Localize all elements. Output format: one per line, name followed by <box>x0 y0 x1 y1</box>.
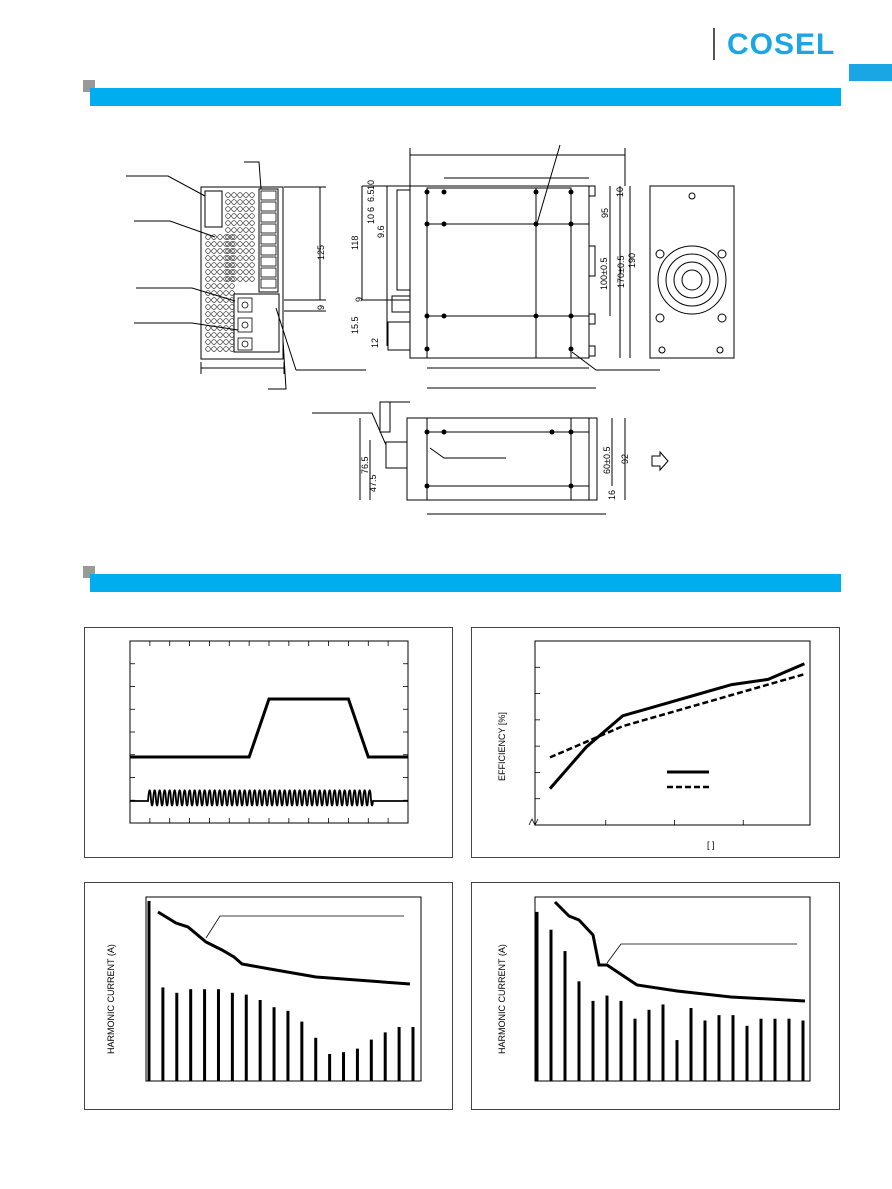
harmonic-bar <box>773 1018 777 1081</box>
dim-190: 190 <box>627 253 637 268</box>
dim-60: 60±0.5 <box>602 447 612 474</box>
vent-holes <box>205 192 255 352</box>
harmonic-bar <box>577 981 581 1081</box>
harmonic-bar <box>189 989 193 1081</box>
efficiency-ylabel: EFFICIENCY [%] <box>497 712 507 781</box>
harmonic-bar <box>342 1052 346 1081</box>
dim-6: 6 <box>366 207 376 212</box>
harmonic-bar <box>717 1015 721 1081</box>
harmonic-bar <box>147 901 151 1081</box>
dim-100: 100±0.5 <box>599 258 609 290</box>
harmonic-bar <box>563 951 567 1081</box>
section-bar-outline <box>90 88 841 106</box>
logo-divider <box>713 28 715 60</box>
harmonic-bar <box>203 989 207 1081</box>
harmonic-bar <box>300 1021 304 1081</box>
harmonic-bar <box>328 1054 332 1081</box>
dim-15-5: 15.5 <box>350 316 360 334</box>
harmonic-bar <box>244 994 248 1081</box>
harmonic-bar <box>633 1018 637 1081</box>
harmonic-left-limit-line <box>157 910 411 986</box>
harmonic-bar <box>175 992 179 1081</box>
harmonic-left-chart: HARMONIC CURRENT (A) <box>106 896 422 1082</box>
front-view-outline <box>200 186 284 360</box>
efficiency-series-dashed <box>549 672 805 759</box>
dim-9: 9 <box>316 305 326 310</box>
harmonic-bar <box>397 1027 401 1081</box>
harmonic-right-panel <box>471 882 840 1110</box>
harmonic-bar <box>661 1004 665 1081</box>
harmonic-right-ylabel: HARMONIC CURRENT (A) <box>497 944 507 1054</box>
side-tab <box>849 64 892 81</box>
harmonic-bar <box>619 1000 623 1081</box>
waveform-chart <box>129 640 409 824</box>
dim-10a: 10 <box>366 180 376 190</box>
efficiency-series-solid <box>548 662 805 790</box>
harmonic-right-chart: HARMONIC CURRENT (A) <box>497 896 811 1082</box>
harmonic-bar <box>355 1048 359 1081</box>
efficiency-xunit-bracket: [ ] <box>707 840 715 850</box>
dim-16: 16 <box>607 490 617 500</box>
dim-47-5: 47.5 <box>368 474 378 492</box>
dim-76-5: 76.5 <box>360 456 370 474</box>
waveform-panel <box>84 627 453 858</box>
cosel-logo: COSEL <box>713 28 841 62</box>
efficiency-chart: EFFICIENCY [%] [ ] <box>497 640 811 850</box>
harmonic-bar <box>787 1018 791 1081</box>
dim-92: 92 <box>620 454 630 464</box>
harmonic-bar <box>383 1032 387 1081</box>
harmonic-bar <box>286 1010 290 1081</box>
dim-12: 12 <box>370 338 380 348</box>
rear-view-outline <box>649 185 735 359</box>
harmonic-bar <box>272 1007 276 1081</box>
harmonic-bar <box>731 1015 735 1081</box>
dim-10c: 10 <box>615 187 625 197</box>
harmonic-bar <box>591 1000 595 1081</box>
dim-9b: 9 <box>354 297 364 302</box>
harmonic-bar <box>647 1009 651 1081</box>
harmonic-bar <box>369 1039 373 1081</box>
dim-170: 170±0.5 <box>616 256 626 288</box>
dim-118: 118 <box>350 236 360 250</box>
dim-9-6: 9.6 <box>376 225 386 238</box>
harmonic-bar <box>689 1008 693 1081</box>
harmonic-right-limit-line <box>553 900 806 1003</box>
harmonic-left-ylabel: HARMONIC CURRENT (A) <box>106 944 116 1054</box>
logo-text: COSEL <box>727 28 836 61</box>
side-view-outline <box>409 185 590 359</box>
harmonic-bar <box>161 987 165 1081</box>
harmonic-bar <box>216 989 220 1081</box>
harmonic-bar <box>549 929 553 1081</box>
section-bar-performance <box>90 574 841 592</box>
harmonic-bar <box>411 1027 415 1081</box>
harmonic-bar <box>230 992 234 1081</box>
mechanical-drawing: 125 9 118 10 6.5 6 10 9.6 9 15.5 12 10 9… <box>126 144 735 515</box>
bottom-view-outline <box>406 417 590 501</box>
harmonic-bar <box>258 1000 262 1081</box>
efficiency-panel <box>471 627 840 858</box>
harmonic-bar <box>314 1037 318 1081</box>
dim-95: 95 <box>600 208 610 218</box>
harmonic-bar <box>535 911 539 1081</box>
harmonic-bar <box>605 995 609 1081</box>
harmonic-bar <box>703 1020 707 1081</box>
harmonic-bar <box>745 1025 749 1081</box>
harmonic-bar <box>801 1020 805 1081</box>
dim-10b: 10 <box>366 214 376 224</box>
dim-125: 125 <box>316 245 326 260</box>
dim-6-5: 6.5 <box>366 189 376 202</box>
harmonic-bar <box>759 1018 763 1081</box>
harmonic-bar <box>675 1040 679 1081</box>
